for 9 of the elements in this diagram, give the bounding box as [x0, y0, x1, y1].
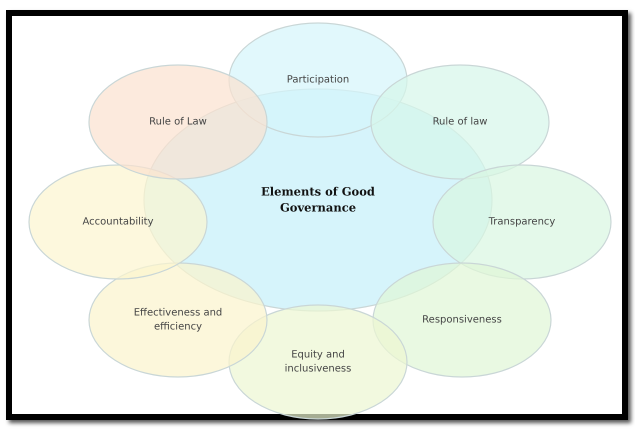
element-label: Equity and inclusiveness — [284, 348, 352, 376]
element-label: Accountability — [82, 215, 154, 229]
center-title: Elements of Good Governance — [260, 184, 376, 216]
element-label: Effectiveness and efficiency — [132, 306, 224, 334]
element-label: Responsiveness — [422, 313, 502, 327]
element-label: Transparency — [488, 215, 556, 229]
element-label: Rule of Law — [149, 115, 207, 129]
element-label: Rule of law — [432, 115, 488, 129]
element-label: Participation — [286, 73, 350, 87]
